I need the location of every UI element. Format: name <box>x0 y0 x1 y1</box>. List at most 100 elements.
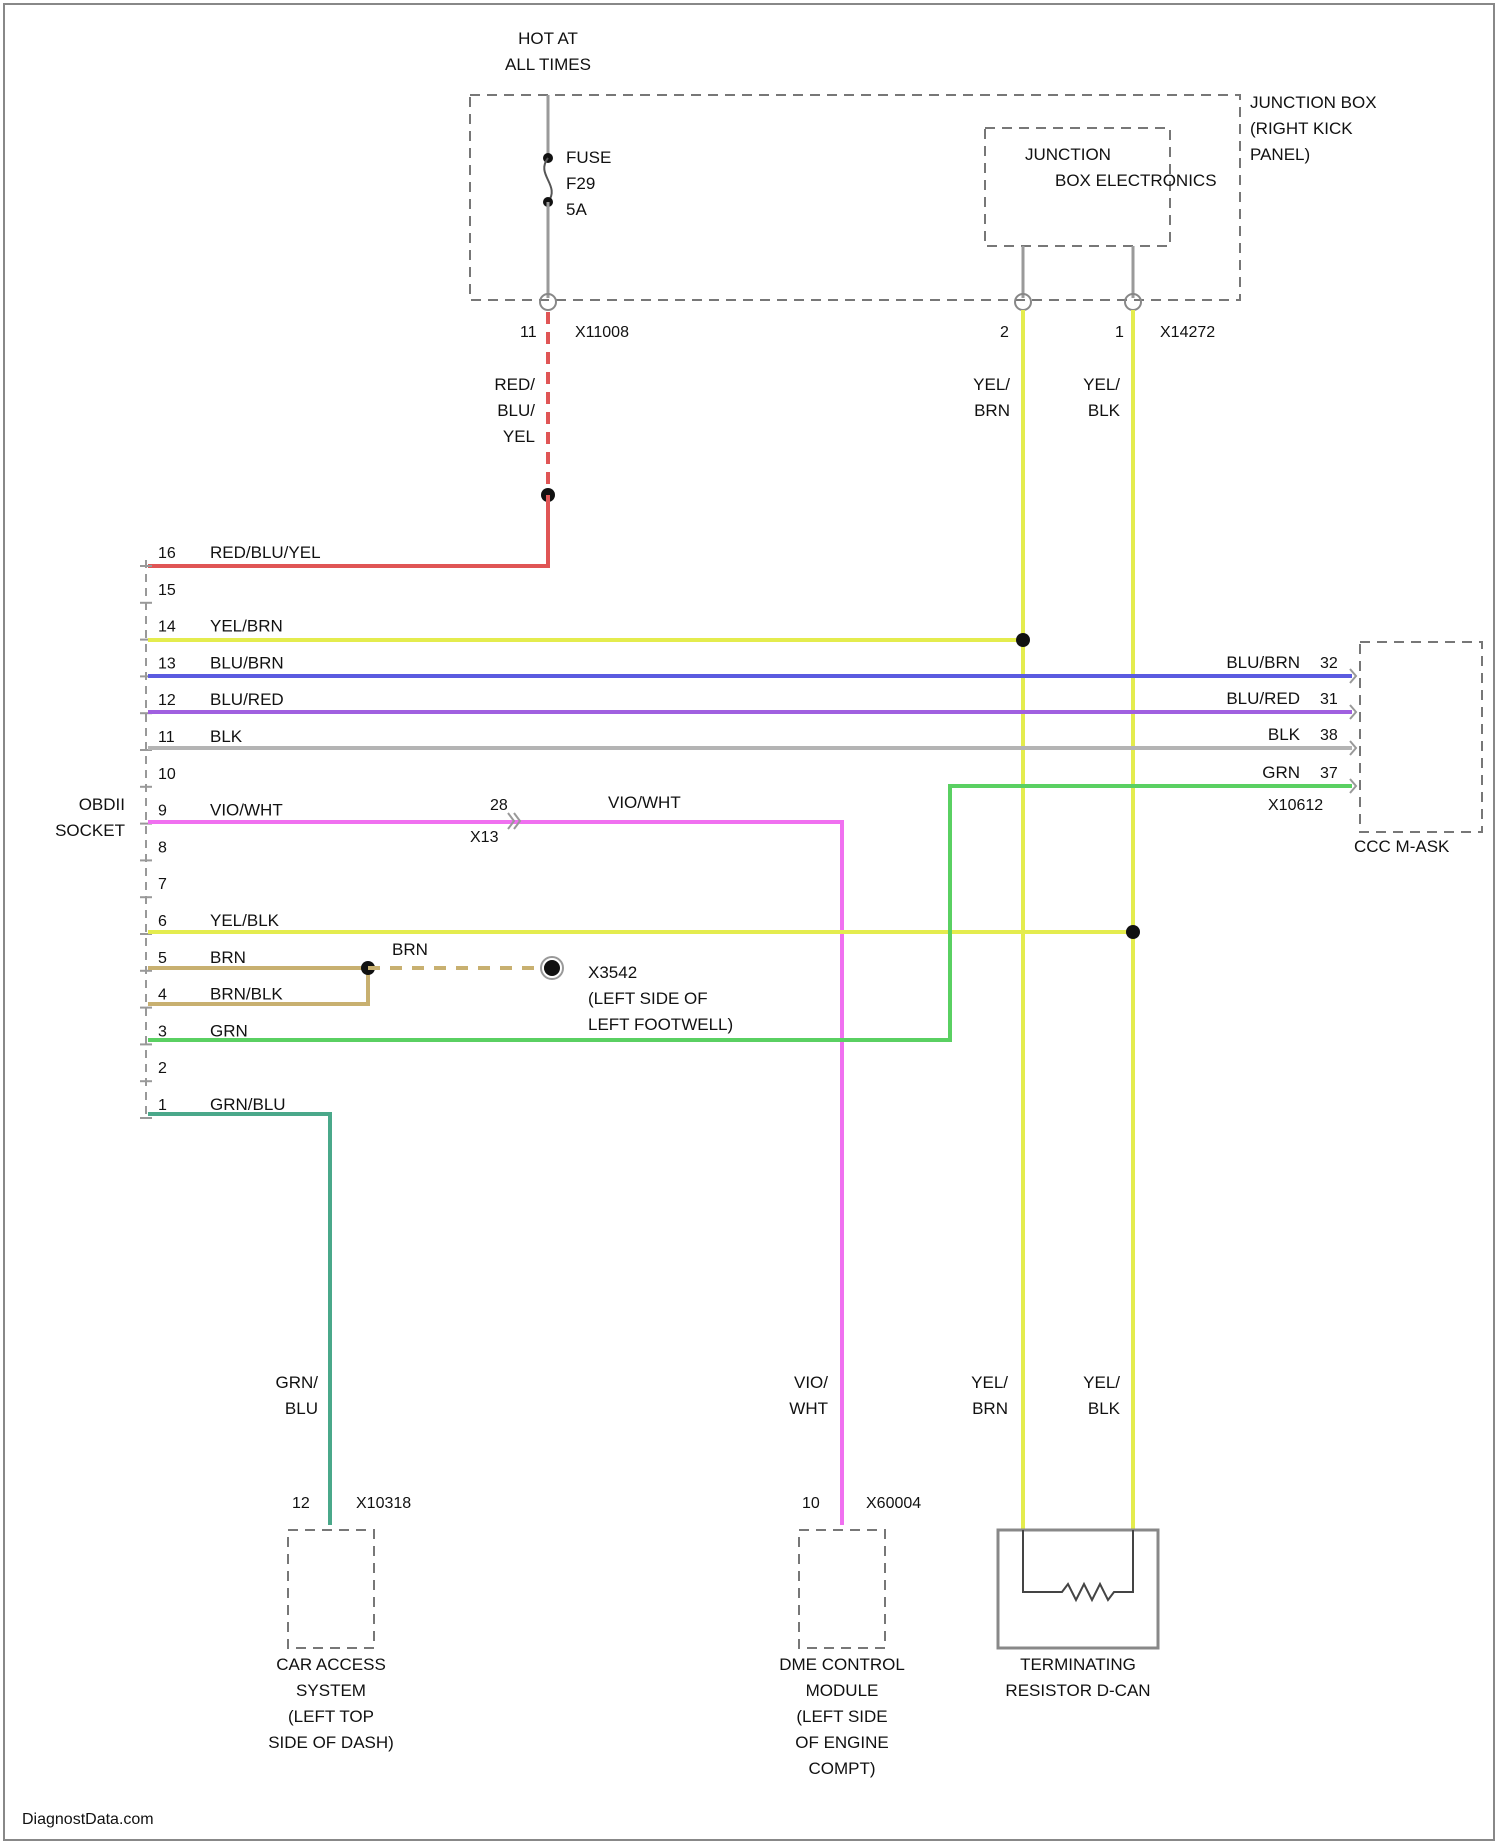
obd-wire-label-5: BRN <box>210 948 246 967</box>
obd-wire-label-9: VIO/WHT <box>210 801 283 820</box>
ccc-module-outline <box>1360 642 1482 832</box>
pin-2-label: 2 <box>1000 324 1009 341</box>
ccc-pin-32: 32 <box>1320 655 1338 672</box>
pin-1-label: 1 <box>1115 324 1124 341</box>
splice-yel-blk <box>1126 925 1140 939</box>
pin-11-label: 11 <box>520 324 537 341</box>
dme-control-module: VIO/ WHT 10 X60004 DME CONTROL MODULE (L… <box>779 1373 921 1778</box>
junction-box-location-1: (RIGHT KICK <box>1250 119 1353 138</box>
x13-connector: X13 <box>470 829 499 846</box>
cas-module-outline <box>288 1530 374 1648</box>
obd-wire-label-14: YEL/BRN <box>210 617 283 636</box>
dme-connector: X60004 <box>866 1495 921 1512</box>
obd-pin-2: 2 <box>158 1060 167 1077</box>
dme-name-1: DME CONTROL <box>779 1655 905 1674</box>
obd-wire-label-1: GRN/BLU <box>210 1095 286 1114</box>
junction-electronics-label-1: JUNCTION <box>1025 145 1111 164</box>
ground-location-1: (LEFT SIDE OF <box>588 989 708 1008</box>
dme-pin: 10 <box>802 1495 820 1512</box>
obd-pin-6: 6 <box>158 913 167 930</box>
obd-wire-label-13: BLU/BRN <box>210 653 284 672</box>
connector-x14272-label: X14272 <box>1160 324 1215 341</box>
wire-label-yelblk-bottom-2: BLK <box>1088 1399 1121 1418</box>
ground-id: X3542 <box>588 963 637 982</box>
dme-name-4: OF ENGINE <box>795 1733 889 1752</box>
resistor-name-1: TERMINATING <box>1020 1655 1136 1674</box>
ground-x3542-icon <box>544 960 560 976</box>
wire-label-yelbrn-top-1: YEL/ <box>973 375 1010 394</box>
obd-pin-7: 7 <box>158 876 167 893</box>
obd-pin-9: 9 <box>158 803 167 820</box>
ccc-wire-label-38: BLK <box>1268 725 1301 744</box>
wire-grn <box>148 786 1352 1040</box>
cas-connector: X10318 <box>356 1495 411 1512</box>
obd-pin-11: 11 <box>158 729 175 746</box>
cas-name-2: SYSTEM <box>296 1681 366 1700</box>
obd-name-1: OBDII <box>79 795 125 814</box>
ccc-pin-38: 38 <box>1320 727 1338 744</box>
junction-box-location-2: PANEL) <box>1250 145 1310 164</box>
wire-label-yelbrn-bottom-2: BRN <box>972 1399 1008 1418</box>
car-access-system: GRN/ BLU 12 X10318 CAR ACCESS SYSTEM (LE… <box>268 1373 411 1752</box>
obd-pin-5: 5 <box>158 950 167 967</box>
footer-watermark: DiagnostData.com <box>22 1811 154 1828</box>
obd-pin-12: 12 <box>158 692 176 709</box>
obd-wire-label-6: YEL/BLK <box>210 911 280 930</box>
wire-label-yelblk-bottom-1: YEL/ <box>1083 1373 1120 1392</box>
wire-label-vio-wht-right: VIO/WHT <box>608 793 681 812</box>
dme-name-2: MODULE <box>806 1681 879 1700</box>
hot-at-label: HOT AT <box>518 29 578 48</box>
ccc-wire-label-37: GRN <box>1262 763 1300 782</box>
junction-box: HOT AT ALL TIMES FUSE F29 5A JUNCTION BO… <box>470 29 1377 341</box>
terminating-resistor: YEL/ BRN YEL/ BLK TERMINATING RESISTOR D… <box>971 1373 1158 1700</box>
wire-grn-blu <box>148 1114 330 1525</box>
wire-label-brn-extra: BRN <box>392 940 428 959</box>
ccc-pin-37: 37 <box>1320 765 1338 782</box>
wire-label-yelblk-top-2: BLK <box>1088 401 1121 420</box>
wire-label-red-3: YEL <box>503 427 535 446</box>
dme-name-5: COMPT) <box>808 1759 875 1778</box>
obd-pin-10: 10 <box>158 766 176 783</box>
ccc-module-name: CCC M-ASK <box>1354 837 1450 856</box>
dme-module-outline <box>799 1530 885 1648</box>
wire-label-grnblu-1: GRN/ <box>276 1373 319 1392</box>
resistor-name-2: RESISTOR D-CAN <box>1005 1681 1150 1700</box>
wire-label-yelbrn-top-2: BRN <box>974 401 1010 420</box>
wire-label-red-2: BLU/ <box>497 401 535 420</box>
obd-wire-label-11: BLK <box>210 727 243 746</box>
splice-yel-brn <box>1016 633 1030 647</box>
wire-label-yelblk-top-1: YEL/ <box>1083 375 1120 394</box>
junction-box-title: JUNCTION BOX <box>1250 93 1377 112</box>
cas-pin: 12 <box>292 1495 310 1512</box>
obd-wire-label-16: RED/BLU/YEL <box>210 543 321 562</box>
junction-electronics-label-2: BOX ELECTRONICS <box>1055 171 1217 190</box>
all-times-label: ALL TIMES <box>505 55 591 74</box>
wire-label-yelbrn-bottom-1: YEL/ <box>971 1373 1008 1392</box>
obd-pin-list: 16 RED/BLU/YEL 15 14 YEL/BRN 13 BLU/BRN 12 BLU/R… <box>140 543 321 1118</box>
fuse-number-label: F29 <box>566 174 595 193</box>
obd-wire-label-12: BLU/RED <box>210 690 284 709</box>
obd-pin-8: 8 <box>158 839 167 856</box>
ground-location-2: LEFT FOOTWELL) <box>588 1015 733 1034</box>
obd-pin-13: 13 <box>158 655 176 672</box>
obd-wire-label-3: GRN <box>210 1021 248 1040</box>
obd-pin-3: 3 <box>158 1023 167 1040</box>
wire-label-grnblu-2: BLU <box>285 1399 318 1418</box>
obd-pin-16: 16 <box>158 545 176 562</box>
ccc-connector: X10612 <box>1268 797 1323 814</box>
ccc-wire-label-32: BLU/BRN <box>1226 653 1300 672</box>
wire-red-blu-yel <box>148 495 548 566</box>
cas-name-1: CAR ACCESS <box>276 1655 386 1674</box>
wire-label-viowht-1: VIO/ <box>794 1373 828 1392</box>
fuse-rating-label: 5A <box>566 200 587 219</box>
obd-pin-14: 14 <box>158 619 176 636</box>
obd-pin-4: 4 <box>158 987 167 1004</box>
obd-pin-15: 15 <box>158 582 176 599</box>
cas-name-4: SIDE OF DASH) <box>268 1733 394 1752</box>
dme-name-3: (LEFT SIDE <box>796 1707 887 1726</box>
connector-x11008-label: X11008 <box>575 324 629 341</box>
resistor-icon <box>1023 1530 1133 1600</box>
fuse-symbol <box>544 158 552 202</box>
